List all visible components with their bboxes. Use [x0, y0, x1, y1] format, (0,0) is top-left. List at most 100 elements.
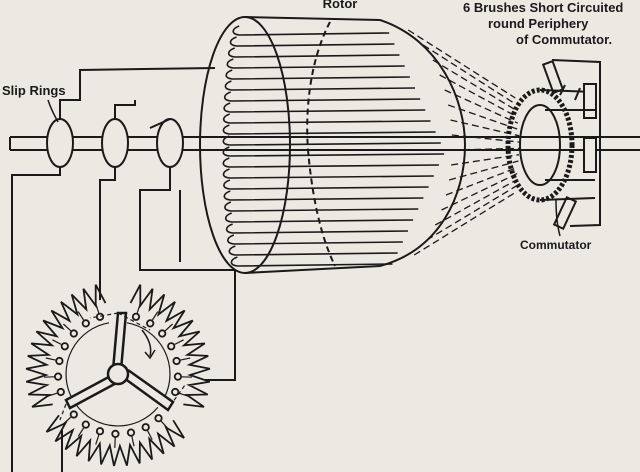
contact-lead [47, 392, 58, 397]
brush-3 [583, 137, 597, 173]
contact-lead [131, 436, 135, 447]
brush-lead-line [407, 29, 516, 99]
commutator-inner-ring [519, 104, 561, 186]
contact-lead [52, 339, 62, 345]
arm-contact-link [169, 384, 186, 407]
rotation-arrowhead [144, 349, 156, 360]
slip-ring-leader [47, 99, 59, 123]
contact-lead [164, 323, 174, 332]
rotor-coil-winding [224, 80, 416, 91]
brush-springs [545, 84, 595, 181]
rotor-coil-winding [225, 69, 410, 80]
brush-lead-line [434, 179, 517, 226]
wire-ring3-starter [139, 167, 235, 271]
rheostat-contacts [44, 303, 192, 448]
brushes-label-line3: of Commutator. [516, 32, 612, 47]
contact-arc [65, 322, 110, 397]
rotor-coil-winding [222, 146, 445, 157]
commutator-leader [555, 199, 561, 237]
rotor-coil-winding [222, 135, 441, 146]
contact-lead [45, 357, 56, 361]
brush-lead-line [439, 74, 518, 118]
commutator-outer-ring [505, 87, 575, 203]
contact-stud [60, 342, 69, 351]
wire-ring2-starter [99, 167, 116, 300]
brush-2 [583, 83, 597, 119]
rotor-coil-winding [227, 47, 400, 58]
brush-lead-line [413, 191, 516, 256]
rotor-label: Rotor [323, 0, 358, 11]
contact-stud [95, 427, 105, 436]
rotor-coil-winding [222, 124, 436, 135]
brush-lead-line [444, 89, 519, 124]
contact-stud [53, 372, 63, 381]
contact-stud [111, 429, 120, 438]
rotor-coil-winding [222, 113, 431, 124]
brush-lead-line [445, 166, 519, 196]
rotation-arrow [141, 329, 152, 357]
commutator [505, 59, 601, 237]
wire-ring1-starter [11, 167, 61, 472]
rotor-coil-winding [223, 190, 424, 201]
brush-lead-line [426, 185, 517, 241]
rotor-coil-winding [226, 58, 405, 69]
brush-lead-line [448, 160, 519, 181]
rotor-right-face [379, 19, 467, 267]
contact-stud [69, 410, 78, 419]
slip-rings-label: Slip Rings [2, 83, 66, 98]
commutator-label: Commutator [520, 238, 592, 252]
rheostat-sectors [25, 284, 211, 467]
rotor-bottom-edge [244, 265, 381, 274]
brush-lead-line [447, 104, 519, 131]
contact-stud [141, 423, 150, 432]
brushes-label-line1: 6 Brushes Short Circuited [463, 0, 623, 15]
brush-lead-line [422, 44, 517, 105]
contact-lead [180, 357, 191, 361]
slip-ring-3 [156, 118, 184, 168]
contact-lead [178, 392, 189, 397]
rotor-coil-winding [223, 179, 429, 190]
rotor-coil-winding [223, 91, 421, 102]
contact-arc [126, 322, 171, 397]
contact-stud [146, 319, 155, 328]
resistor-sector [45, 414, 185, 467]
rotor [199, 16, 467, 274]
rotor-inner-ellipse [306, 21, 336, 267]
slip-ring-1 [46, 118, 74, 168]
brush-lead-line [451, 134, 520, 143]
rotor-coil-winding [228, 245, 398, 256]
contact-stud [81, 420, 90, 429]
rotor-coil-winding [223, 102, 426, 113]
arm-contact-link [89, 312, 119, 319]
contact-stud [81, 319, 90, 328]
wire-starter-right [205, 270, 236, 381]
contact-lead [174, 339, 184, 345]
wire-ring1-rotor [59, 67, 216, 119]
contact-stud [55, 356, 64, 366]
resistor-sector [129, 284, 211, 408]
rotor-coil-winding [222, 168, 434, 179]
contact-stud [126, 428, 136, 437]
wire-ring2-rotor [114, 100, 136, 119]
brush-leads [407, 29, 520, 256]
contact-stud [154, 414, 163, 423]
brush-lead-line [441, 173, 518, 211]
brush-holder [551, 59, 601, 227]
resistor-sector [25, 284, 107, 408]
contact-stud [95, 312, 105, 321]
brushes-label-line2: round Periphery [488, 16, 589, 31]
contact-lead [160, 420, 169, 430]
contact-arc [74, 403, 159, 427]
contact-lead [62, 323, 72, 332]
rotor-coil-winding [232, 25, 390, 36]
wiring [11, 67, 236, 472]
slip-ring-2 [101, 118, 129, 168]
contact-stud [69, 329, 78, 338]
rotor-coil-winding [225, 223, 409, 234]
starter-rheostat [25, 284, 211, 467]
brush-lead-line [432, 59, 517, 112]
contact-lead [147, 430, 153, 440]
